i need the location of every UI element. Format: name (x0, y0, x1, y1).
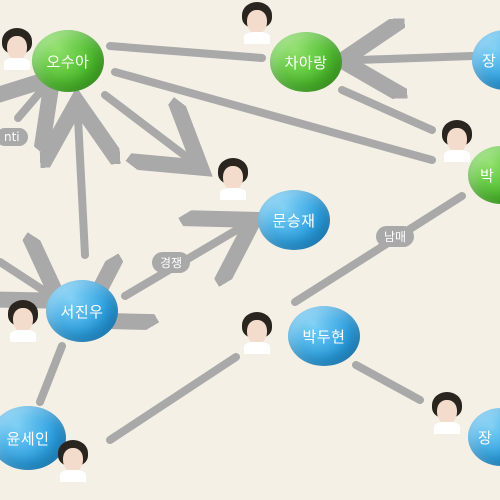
link-yunsein-bakduhyeon (106, 353, 240, 444)
edge-label-cut-left: nti (0, 128, 28, 146)
node-osua-label: 오수아 (46, 52, 90, 71)
node-right-bottom-label: 장 (478, 428, 493, 447)
portrait-seojinu (6, 300, 40, 342)
node-munseungjae[interactable]: 문승재 (258, 190, 330, 250)
node-right-top-label: 장 (482, 51, 497, 70)
node-seojinu[interactable]: 서진우 (46, 280, 118, 342)
link-osua-munseungjae (101, 91, 188, 158)
portrait-bakduhyeon (240, 312, 274, 354)
link-left-to-seojinu (0, 262, 46, 292)
link-bakduhyeon-bottom-right (352, 361, 424, 404)
link-left-to-osua (18, 90, 42, 118)
node-chaarang-label: 차아랑 (284, 53, 328, 72)
portrait-yunsein (56, 440, 90, 482)
node-bakduhyeon[interactable]: 박두현 (288, 306, 360, 366)
portrait-right-middle (440, 120, 474, 162)
link-seojinu-osua (78, 118, 85, 259)
node-yunsein-label: 윤세인 (6, 429, 50, 448)
portrait-chaarang (240, 2, 274, 44)
node-bakduhyeon-label: 박두현 (302, 327, 346, 346)
node-yunsein[interactable]: 윤세인 (0, 406, 66, 470)
node-seojinu-label: 서진우 (60, 302, 104, 321)
link-bakduhyeon-right (291, 192, 466, 306)
node-right-middle-label: 박 (480, 166, 495, 185)
link-seojinu-yunsein (36, 342, 66, 406)
node-osua[interactable]: 오수아 (32, 30, 104, 92)
portrait-right-bottom (430, 392, 464, 434)
portrait-osua (0, 28, 34, 70)
link-chaarang-right (338, 86, 436, 134)
link-osua-chaarang (106, 42, 266, 62)
node-munseungjae-label: 문승재 (272, 211, 316, 230)
edge-label-rival: 경쟁 (152, 252, 191, 273)
portrait-munseungjae (216, 158, 250, 200)
link-right-to-chaarang (358, 56, 476, 60)
node-chaarang[interactable]: 차아랑 (270, 32, 342, 92)
link-osua-right (111, 68, 436, 164)
edge-label-siblings: 남매 (376, 226, 415, 247)
